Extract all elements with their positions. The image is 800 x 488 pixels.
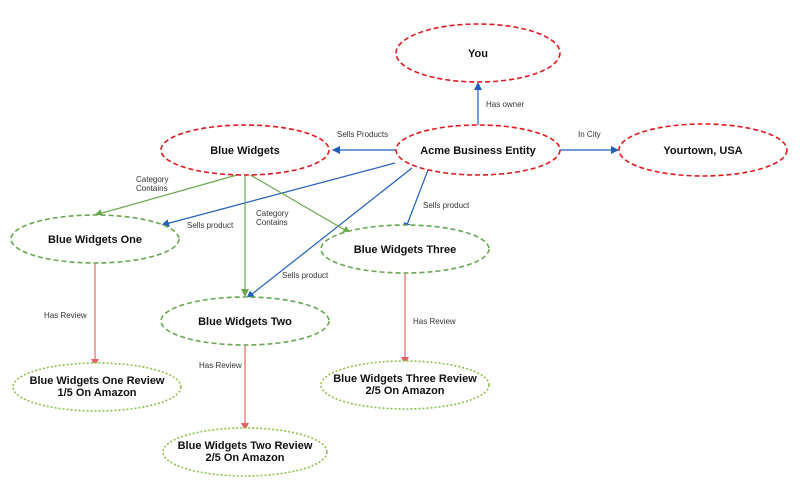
edge-label-sells-product-two: Sells product (282, 271, 329, 280)
node-blue-widgets-two-review[interactable] (162, 427, 328, 477)
node-bw-one-label: Blue Widgets One (48, 234, 142, 246)
node-acme-business-entity[interactable] (395, 124, 561, 176)
node-bw-three-label: Blue Widgets Three (354, 244, 457, 256)
node-bw-two-review-line1: Blue Widgets Two Review (178, 440, 313, 452)
node-blue-widgets-three-review[interactable] (320, 360, 490, 410)
node-yourtown-label: Yourtown, USA (663, 145, 742, 157)
edge-sells-product-two (246, 167, 413, 299)
edge-label-in-city: In City (578, 130, 601, 139)
node-yourtown-usa[interactable] (618, 123, 788, 177)
edge-label-has-review-three: Has Review (413, 317, 456, 326)
node-bw-one-review-line2: 1/5 On Amazon (57, 387, 136, 399)
node-blue-widgets-two[interactable] (160, 296, 330, 346)
node-blue-widgets-label: Blue Widgets (210, 145, 280, 157)
node-you[interactable] (395, 23, 561, 83)
edge-label-category-contains-two-line2: Contains (256, 218, 288, 227)
node-blue-widgets[interactable] (160, 124, 330, 176)
edge-label-sells-product-three: Sells product (423, 201, 470, 210)
edge-category-contains-three (246, 172, 351, 234)
edge-label-has-owner: Has owner (486, 100, 525, 109)
edge-label-sells-products: Sells Products (337, 130, 388, 139)
edge-label-category-contains-two-line1: Category (256, 209, 288, 218)
node-bw-two-review-line2: 2/5 On Amazon (205, 452, 284, 464)
node-bw-two-label: Blue Widgets Two (198, 316, 292, 328)
node-bw-one-review-line1: Blue Widgets One Review (30, 375, 165, 387)
edge-label-category-contains-one-line1: Category (136, 175, 168, 184)
node-blue-widgets-three[interactable] (320, 224, 490, 274)
edge-label-has-review-two: Has Review (199, 361, 242, 370)
node-you-label: You (468, 48, 488, 60)
node-acme-label: Acme Business Entity (420, 145, 536, 157)
node-bw-three-review-line2: 2/5 On Amazon (365, 385, 444, 397)
edge-label-sells-product-one: Sells product (187, 221, 234, 230)
edge-label-has-review-one: Has Review (44, 311, 87, 320)
edge-label-category-contains-one-line2: Contains (136, 184, 168, 193)
node-bw-three-review-line1: Blue Widgets Three Review (333, 373, 477, 385)
node-blue-widgets-one[interactable] (10, 214, 180, 264)
edge-category-contains-one (94, 172, 245, 217)
edge-sells-product-three (403, 169, 429, 231)
node-blue-widgets-one-review[interactable] (12, 362, 182, 412)
edge-sells-product-one (161, 162, 396, 228)
